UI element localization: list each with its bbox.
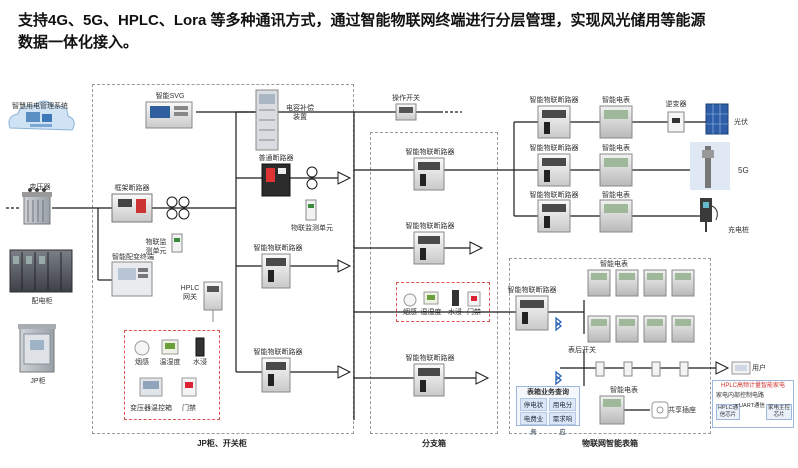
rear-switch-label: 表后开关 [568, 347, 596, 354]
monitor-unit-2-device [305, 199, 317, 221]
bottom-meter-device [599, 395, 625, 425]
jp-iot-breaker-devices [261, 253, 291, 393]
user-label: 用户 [752, 365, 766, 372]
pv-panel-icon [705, 103, 729, 135]
jp-sensor-temp-box-label: 变压器温控箱 [130, 405, 172, 412]
biz-usage-button[interactable]: 用电分析 [549, 398, 576, 422]
appliance-chip-main: 家电主控芯片 [766, 404, 792, 420]
smart-svg-device [145, 101, 193, 129]
meter-box-section [509, 258, 711, 434]
branch-sensor-access-label: 门禁 [467, 309, 481, 316]
headline: 支持4G、5G、HPLC、Lora 等多种通讯方式，通过智能物联网终端进行分层管… [18, 12, 706, 51]
branch-sensor-humidity-label: 温湿度 [420, 309, 442, 316]
branch-sensor-group [396, 282, 490, 322]
meter-box-breaker-device [515, 295, 549, 331]
charger-icon [700, 198, 718, 232]
jp-cabinet-label: JP柜 [30, 378, 46, 385]
right-meter-3-label: 智能电表 [602, 192, 630, 199]
right-breaker-2-label: 智能物联断路器 [529, 145, 579, 152]
standard-breaker-device [261, 163, 291, 197]
current-transformer-icons [166, 166, 318, 220]
distribution-terminal-device [111, 261, 153, 297]
branch-iot-breaker-devices [413, 157, 445, 397]
branch-sensor-smoke-label: 烟感 [403, 309, 417, 316]
branch-breaker-2-label: 智能物联断路器 [405, 223, 455, 230]
user-icon [731, 361, 751, 375]
jp-sensor-water-label: 水浸 [193, 359, 207, 366]
5g-label: 5G [738, 166, 749, 175]
5g-tower-icon [690, 142, 730, 190]
right-smart-meter-devices [599, 105, 633, 233]
arrows [337, 171, 730, 385]
jp-sensor-group [124, 330, 220, 420]
monitor-unit-2-label: 物联监测单元 [291, 225, 333, 232]
shared-socket-device [651, 401, 669, 419]
right-breaker-3-label: 智能物联断路器 [529, 192, 579, 199]
transformer-icon [22, 188, 52, 225]
jp-section-label: JP柜、开关柜 [197, 439, 247, 448]
biz-query-title: 表箱业务查询 [527, 389, 569, 396]
meter-box-meter-label: 智能电表 [600, 261, 628, 268]
monitor-unit-1-device [171, 233, 183, 253]
branch-section-box [370, 132, 498, 434]
bottom-meter-label: 智能电表 [610, 387, 638, 394]
branch-sensor-water-label: 水浸 [448, 309, 462, 316]
transformer-label: 变压器 [29, 184, 51, 191]
right-iot-breaker-devices [537, 105, 571, 233]
meter-box-meter-devices [587, 269, 695, 343]
inverter-device [667, 111, 685, 133]
biz-outage-button[interactable]: 停电状态 [520, 398, 547, 422]
meter-box-section-label: 物联网智能表箱 [582, 439, 638, 448]
right-meter-2-label: 智能电表 [602, 145, 630, 152]
appliance-panel-title: HPLC高频计量智能家电 [720, 383, 786, 389]
capacitor-label: 电容补偿装置 [286, 105, 314, 121]
branch-breaker-3-label: 智能物联断路器 [405, 355, 455, 362]
branch-breaker-1-label: 智能物联断路器 [405, 149, 455, 156]
right-meter-1-label: 智能电表 [602, 97, 630, 104]
right-breaker-1-label: 智能物联断路器 [529, 97, 579, 104]
inverter-label: 逆变器 [665, 101, 687, 108]
frame-breaker-device [111, 193, 153, 223]
jp-iot-breaker-2-label: 智能物联断路器 [253, 349, 303, 356]
hplc-gateway-device [203, 281, 223, 322]
shared-socket-label: 共享插座 [668, 407, 696, 414]
dist-cabinet-label: 配电柜 [31, 298, 53, 305]
power-lines [6, 111, 716, 420]
biz-billing-button[interactable]: 电费业务 [520, 412, 547, 436]
charger-label: 充电桩 [728, 227, 749, 234]
capacitor-cabinet-icon [255, 89, 279, 151]
frame-breaker-label: 框架断路器 [114, 185, 150, 192]
appliance-panel-subtitle: 家电内部控制电路 [716, 393, 765, 399]
biz-demand-button[interactable]: 需求响应 [549, 412, 576, 436]
appliance-chip-hplc: HPLC通信芯片 [716, 404, 740, 420]
operation-switch-label: 操作开关 [392, 95, 420, 102]
jp-sensor-devices [134, 337, 205, 397]
monitor-unit-1-label: 物联监测单元 [145, 239, 167, 255]
cloud-label: 智慧用电管理系统 [12, 103, 68, 110]
meter-box-breaker-label: 智能物联断路器 [507, 287, 557, 294]
dist-terminal-label: 智能配变终端 [112, 254, 154, 261]
jp-sensor-smoke-label: 烟感 [135, 359, 149, 366]
jp-cabinet-icon [18, 324, 56, 373]
cloud-system-icon [8, 100, 75, 131]
bluetooth-icons [555, 316, 563, 386]
operation-switch-device [395, 103, 417, 121]
svg-label: 智能SVG [155, 93, 185, 100]
jp-iot-breaker-1-label: 智能物联断路器 [253, 245, 303, 252]
branch-section-label: 分支箱 [422, 439, 446, 448]
jp-sensor-humidity-label: 温湿度 [159, 359, 181, 366]
rear-switch-devices [595, 361, 689, 377]
pv-label: 光伏 [734, 119, 748, 126]
jp-sensor-access-label: 门禁 [182, 405, 196, 412]
distribution-cabinet-icon [9, 249, 73, 293]
std-breaker-label: 普通断路器 [258, 155, 294, 162]
hplc-gateway-label: HPLC网关 [180, 285, 200, 301]
appliance-uart: UART通信 [739, 403, 765, 409]
branch-sensor-devices [403, 290, 481, 307]
